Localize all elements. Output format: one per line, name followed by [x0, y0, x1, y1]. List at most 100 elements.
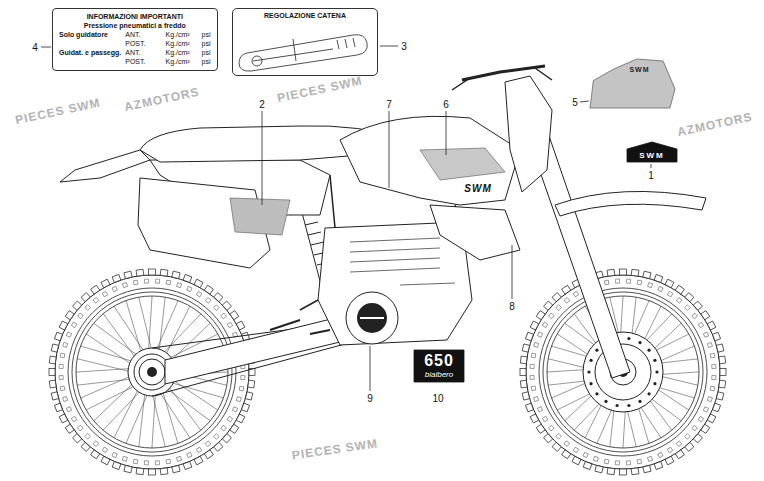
tire-knob [631, 269, 639, 276]
tread-block [112, 286, 117, 291]
tread-block [667, 291, 672, 296]
tire-pressure-sticker: INFORMAZIONI IMPORTANTIPressione pneumat… [52, 8, 218, 71]
disc-hole [595, 349, 598, 352]
tire-knob [236, 321, 245, 330]
tire-knob [530, 321, 539, 330]
hub [139, 359, 165, 385]
tread-block [684, 434, 690, 440]
label-text: Kg./cm² [149, 57, 189, 66]
tread-block [534, 397, 539, 402]
tire-knob [572, 456, 581, 465]
tread-block [196, 447, 201, 452]
tread-block [667, 447, 672, 452]
tread-block [707, 397, 712, 402]
tire-knob [520, 369, 526, 376]
disc-hole [655, 370, 658, 373]
sketch-lines [239, 35, 367, 71]
front-fender [555, 191, 706, 216]
tread-block [236, 397, 241, 402]
leader-line [41, 47, 51, 48]
callout-number: 3 [400, 41, 408, 52]
tread-block [676, 298, 682, 304]
callout-number: 1 [647, 170, 655, 181]
tire-knob [716, 392, 724, 400]
tread-block [144, 461, 148, 465]
tire [55, 275, 249, 469]
tread-block [66, 407, 71, 412]
tread-block [122, 456, 127, 461]
callout-number: 8 [508, 301, 516, 312]
disc-hole [595, 392, 598, 395]
tread-block [564, 298, 570, 304]
tire-knob [248, 380, 255, 388]
tread-block [542, 416, 547, 421]
tire-knob [204, 285, 213, 294]
disc-hole [647, 392, 650, 395]
watermark: AZMOTORS [676, 111, 754, 140]
label-text: Kg./cm² [149, 30, 189, 39]
watermark: PIECES SWM [276, 75, 364, 106]
fuel-tank [340, 116, 520, 205]
model-decal: 650bialbero [414, 350, 464, 382]
tread-block [187, 286, 192, 291]
tire-knob [124, 465, 132, 473]
tire-knob [204, 450, 213, 459]
tire-knob [214, 442, 223, 451]
chain-adjust-sticker: REGOLAZIONE CATENA [232, 8, 378, 76]
clutch-cover [346, 292, 398, 344]
label-text: POST. [125, 57, 145, 66]
tread-block [637, 280, 642, 285]
watermark: PIECES SWM [14, 97, 102, 128]
disc-hole [653, 359, 656, 362]
tread-block [537, 332, 542, 337]
tread-block [703, 332, 708, 337]
tread-block [626, 279, 630, 283]
tire-knob [620, 469, 627, 475]
tire-knob [716, 344, 724, 352]
tread-block [78, 313, 84, 319]
tread-block [564, 441, 570, 447]
tire-knob [562, 450, 571, 459]
label-text: POST. [125, 39, 145, 48]
tread-block [685, 305, 691, 311]
label-text: Kg./cm² [149, 39, 189, 48]
tread-block [676, 441, 682, 447]
tread-block [196, 291, 201, 296]
tread-block [133, 280, 138, 285]
tire-knob [73, 301, 82, 310]
tread-block [658, 452, 663, 457]
decal-2-area [230, 198, 290, 235]
tread-block [187, 452, 192, 457]
tire-knob [91, 450, 100, 459]
tread-block [133, 459, 138, 464]
disc-hole [587, 370, 590, 373]
disc-hole [653, 382, 656, 385]
tire-knob [520, 356, 527, 364]
tread-block [71, 416, 76, 421]
tire-knob [149, 469, 156, 475]
tread-block [60, 386, 65, 391]
tread-block [63, 397, 68, 402]
tire-knob [136, 269, 144, 276]
tire-knob [81, 442, 90, 451]
disc-hole [638, 341, 641, 344]
tire-knob [54, 332, 62, 341]
callout-number: 7 [385, 99, 393, 110]
label-text: Solo guidatore [59, 30, 121, 39]
tread-block [239, 386, 244, 391]
tire-knob [214, 293, 223, 302]
tire-knob [183, 461, 192, 469]
label-text: ANT. [125, 48, 145, 57]
tire-knob [583, 461, 592, 469]
tread-block [556, 305, 562, 311]
decal-6-area [420, 148, 505, 180]
tread-block [155, 279, 159, 283]
tire-knob [675, 450, 684, 459]
tire-knob [230, 424, 239, 433]
tread-block [712, 375, 716, 379]
tire-knob [631, 468, 639, 475]
tire-knob [544, 434, 553, 443]
axle [147, 367, 157, 377]
logo-decal: SWM [627, 142, 677, 162]
